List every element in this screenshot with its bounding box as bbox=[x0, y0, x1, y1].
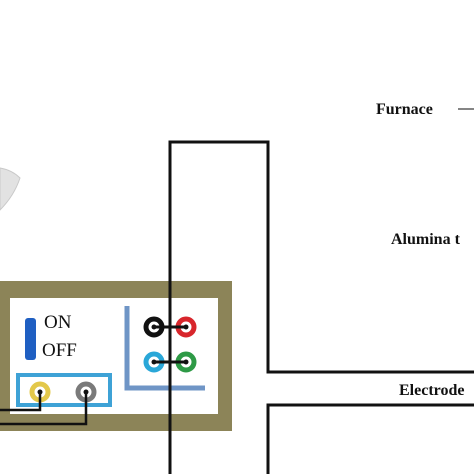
wire-furnace-loop bbox=[168, 140, 474, 474]
switch-off-label: OFF bbox=[42, 340, 77, 361]
wire-grey-terminal bbox=[0, 392, 88, 426]
power-switch[interactable] bbox=[25, 318, 36, 360]
alumina-tube-label: Alumina t bbox=[391, 231, 460, 248]
furnace-label: Furnace bbox=[376, 101, 433, 118]
electrode-label: Electrode bbox=[399, 382, 465, 399]
terminal-bracket bbox=[124, 306, 205, 391]
connector-panel bbox=[16, 373, 112, 407]
wire-yellow-terminal bbox=[0, 392, 42, 412]
switch-on-label: ON bbox=[44, 312, 72, 333]
wire-electrode bbox=[266, 403, 474, 474]
partial-object-top-left bbox=[0, 167, 21, 211]
